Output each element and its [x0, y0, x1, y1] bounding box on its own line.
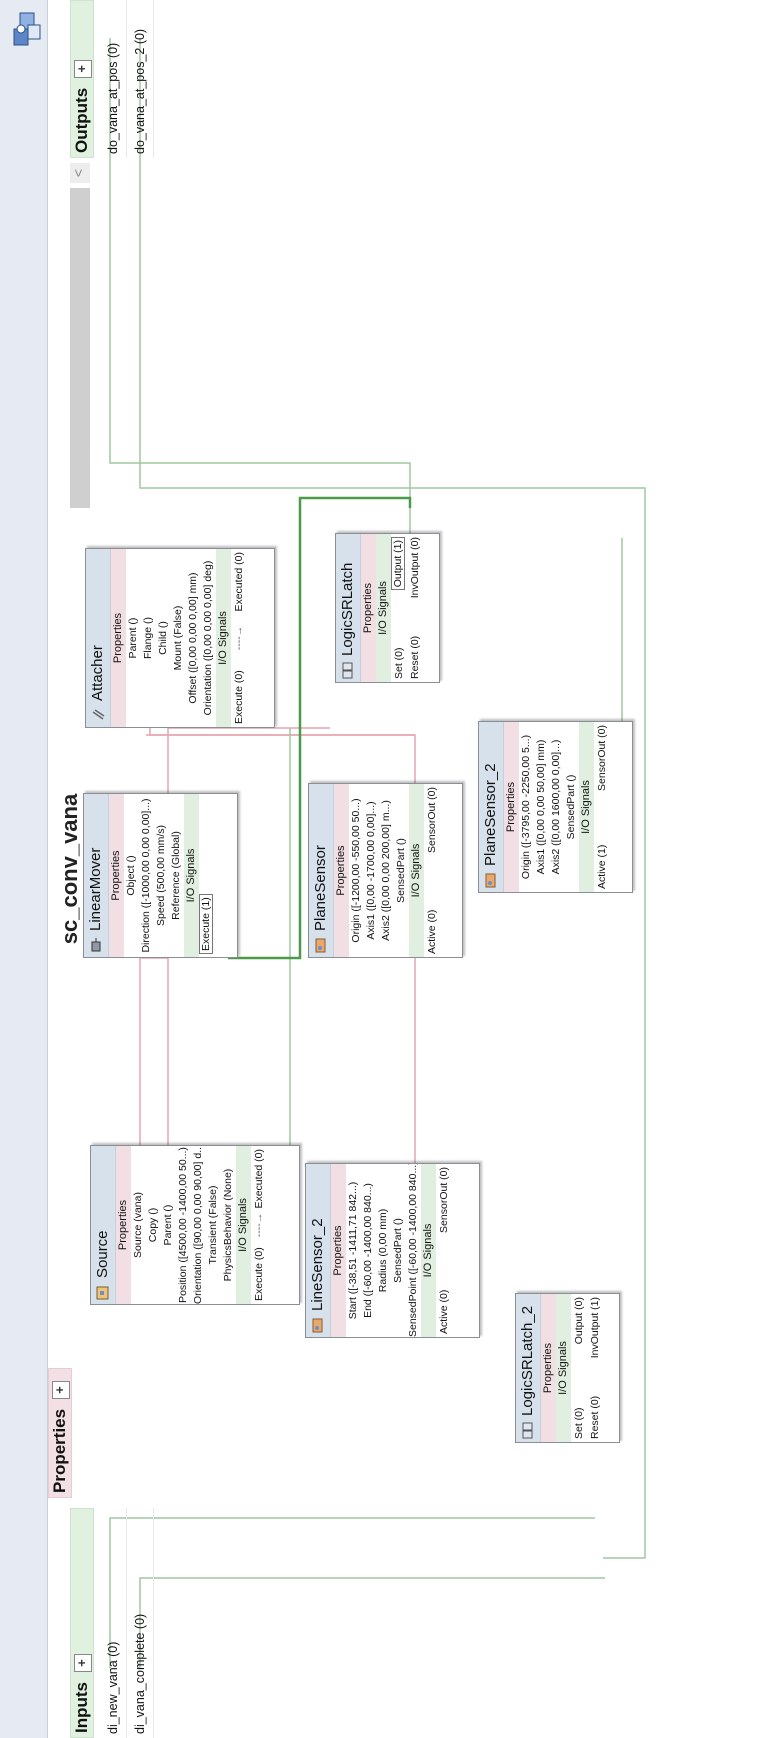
- property-row[interactable]: Axis2 ([0,00 1600,00 0,00]...): [550, 739, 562, 875]
- io-row[interactable]: Set (0)Output (0): [573, 1297, 585, 1439]
- io-row[interactable]: Active (1)SensorOut (0): [596, 725, 608, 889]
- sensor-icon: [485, 873, 496, 888]
- property-row[interactable]: Axis2 ([0,00 0,00 200,00] m...): [380, 800, 392, 941]
- io-row[interactable]: Active (0)SensorOut (0): [438, 1167, 450, 1334]
- property-row[interactable]: End ([-60,00 -1400,00 840...): [362, 1183, 374, 1318]
- property-row[interactable]: Direction ([-1000,00 0,00 0,00]...): [140, 798, 152, 953]
- property-row[interactable]: SensedPart (): [395, 838, 407, 903]
- properties-section: Properties: [334, 784, 349, 957]
- io-row[interactable]: Active (0)SensorOut (0): [426, 787, 438, 954]
- component-title: Source: [94, 1230, 111, 1278]
- property-row[interactable]: Source (vana): [132, 1192, 144, 1258]
- add-output-button[interactable]: +: [73, 59, 92, 78]
- property-row[interactable]: Parent (): [127, 617, 139, 659]
- source-icon: [96, 1286, 109, 1300]
- properties-panel: Properties+: [48, 1368, 72, 1498]
- io-signals-section: I/O Signals: [376, 534, 391, 682]
- output-signal-row[interactable]: do_vana_at_pos_2 (0): [127, 0, 154, 158]
- property-row[interactable]: Mount (False): [172, 605, 184, 671]
- puzzle-icon: [13, 12, 41, 46]
- inputs-header: Inputs+: [70, 1508, 94, 1738]
- logic-sr-latch-component[interactable]: LogicSRLatch Properties I/O Signals Set …: [335, 533, 440, 683]
- io-row[interactable]: Execute (1): [199, 794, 215, 957]
- input-signal-row[interactable]: di_new_vana (0): [100, 1508, 127, 1738]
- properties-section: Properties: [331, 1164, 346, 1337]
- outputs-panel: Outputs+ do_vana_at_pos (0) do_vana_at_p…: [70, 0, 170, 158]
- add-property-button[interactable]: +: [51, 1380, 70, 1399]
- latch-icon: [342, 662, 353, 679]
- property-row[interactable]: Copy (): [147, 1207, 159, 1243]
- logic-sr-latch-2-component[interactable]: LogicSRLatch_2 Properties I/O Signals Se…: [515, 1293, 620, 1443]
- io-row[interactable]: Execute (0)----→Executed (0): [233, 552, 245, 724]
- attacher-component[interactable]: Attacher Properties Parent () Flange () …: [85, 548, 275, 728]
- property-row[interactable]: PhysicsBehavior (None): [222, 1168, 234, 1282]
- properties-header: Properties+: [48, 1368, 72, 1498]
- property-row[interactable]: SensedPoint ([-60,00 -1400,00 840...): [407, 1164, 419, 1337]
- sensor-icon: [312, 1318, 323, 1333]
- property-row[interactable]: SensedPart (): [565, 774, 577, 840]
- io-signals-section: I/O Signals: [409, 784, 424, 957]
- add-input-button[interactable]: +: [73, 1654, 92, 1672]
- io-signals-section: I/O Signals: [579, 722, 594, 892]
- io-row[interactable]: Set (0)Output (1): [391, 534, 407, 682]
- io-row[interactable]: Reset (0)InvOutput (0): [409, 537, 421, 679]
- sensor-icon: [315, 938, 326, 953]
- properties-section: Properties: [541, 1294, 556, 1442]
- io-row[interactable]: Execute (0)----→Executed (0): [253, 1149, 265, 1301]
- properties-section: Properties: [109, 794, 124, 957]
- properties-section: Properties: [111, 549, 126, 727]
- property-row[interactable]: Transient (False): [207, 1185, 219, 1265]
- latch-icon: [522, 1422, 533, 1439]
- paperclip-icon: [92, 709, 105, 720]
- component-title: PlaneSensor_2: [482, 763, 499, 866]
- io-signals-section: I/O Signals: [421, 1164, 436, 1337]
- outputs-header: Outputs+: [70, 0, 94, 158]
- plane-sensor-2-component[interactable]: PlaneSensor_2 Properties Origin ([-3795,…: [478, 721, 633, 893]
- source-component[interactable]: Source Properties Source (vana) Copy () …: [90, 1145, 300, 1305]
- component-title: LogicSRLatch: [339, 562, 356, 656]
- property-row[interactable]: Orientation ([90,00 0,00 90,00] d...): [192, 1146, 204, 1304]
- io-signals-section: I/O Signals: [216, 549, 231, 727]
- inputs-panel: Inputs+ di_new_vana (0) di_vana_complete…: [70, 1508, 230, 1738]
- io-signals-section: I/O Signals: [556, 1294, 571, 1442]
- properties-section: Properties: [361, 534, 376, 682]
- property-row[interactable]: Start ([-38,51 -1411,71 842...): [347, 1181, 359, 1320]
- line-sensor-2-component[interactable]: LineSensor_2 Properties Start ([-38,51 -…: [305, 1163, 480, 1338]
- input-signal-row[interactable]: di_vana_complete (0): [127, 1508, 154, 1738]
- linear-mover-component[interactable]: LinearMover Properties Object () Directi…: [83, 793, 238, 958]
- properties-section: Properties: [504, 722, 519, 892]
- title-bar: [0, 0, 48, 1738]
- property-row[interactable]: SensedPart (): [392, 1218, 404, 1283]
- component-title: PlaneSensor: [312, 845, 329, 931]
- property-row[interactable]: Orientation ([0,00 0,00 0,00] deg): [202, 560, 214, 716]
- property-row[interactable]: Speed (500,00 mm/s): [155, 825, 167, 926]
- output-signal-row[interactable]: do_vana_at_pos (0): [100, 0, 127, 158]
- property-row[interactable]: Object (): [125, 855, 137, 896]
- property-row[interactable]: Reference (Global): [170, 831, 182, 920]
- component-title: Attacher: [89, 645, 106, 701]
- io-signals-section: I/O Signals: [184, 794, 199, 957]
- io-signals-section: I/O Signals: [236, 1146, 251, 1304]
- property-row[interactable]: Axis1 ([0,00 -1700,00 0,00]...): [365, 801, 377, 940]
- properties-section: Properties: [116, 1146, 131, 1304]
- property-row[interactable]: Offset ([0,00 0,00 0,00] mm): [187, 572, 199, 704]
- link-source-linear-mover: [139, 957, 170, 1169]
- component-title: LinearMover: [87, 847, 104, 931]
- component-title: LineSensor_2: [309, 1218, 326, 1311]
- property-row[interactable]: Parent (): [162, 1204, 174, 1246]
- scroll-left-arrow[interactable]: <: [70, 163, 90, 183]
- component-title: LogicSRLatch_2: [519, 1305, 536, 1416]
- io-row[interactable]: Reset (0)InvOutput (1): [589, 1297, 601, 1439]
- property-row[interactable]: Child (): [157, 621, 169, 655]
- property-row[interactable]: Axis1 ([0,00 0,00 50,00] mm): [535, 739, 547, 875]
- property-row[interactable]: Radius (0,00 mm): [377, 1208, 389, 1293]
- property-row[interactable]: Origin ([-3795,00 -2250,00 5...): [520, 734, 532, 880]
- property-row[interactable]: Flange (): [142, 617, 154, 660]
- property-row[interactable]: Position ([4500,00 -1400,00 50...): [177, 1147, 189, 1303]
- plane-sensor-component[interactable]: PlaneSensor Properties Origin ([-1200,00…: [308, 783, 463, 958]
- scrollbar-thumb[interactable]: [70, 188, 90, 508]
- property-row[interactable]: Origin ([-1200,00 -550,00 50...): [350, 798, 362, 943]
- linear-mover-icon: [91, 938, 101, 952]
